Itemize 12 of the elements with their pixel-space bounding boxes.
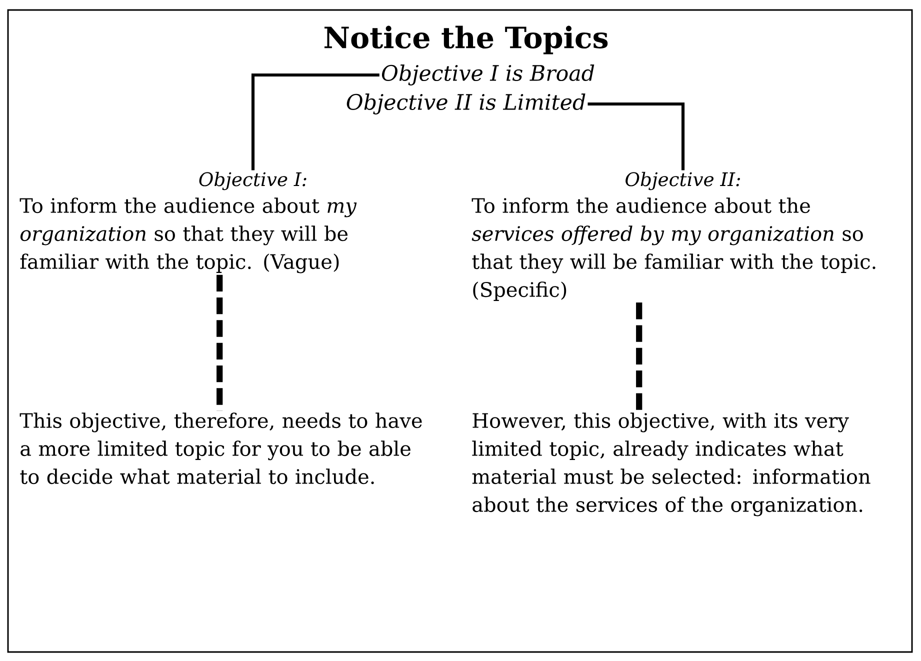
paragraph-text: To inform the audience about my organization so that they will be familiar with the topic. (Vague) [20,198,357,274]
paragraph-text: However, this objective, with its very limited topic, already indicates what material must be selected: information about the services of the organization. [472,412,870,516]
paragraph-text: To inform the audience about the services offered by my organization so that they will be familiar with the topic. (Specific) [472,198,876,301]
connector-line [588,102,685,170]
subtitle-text: Objective I is Broad [382,64,594,86]
column-heading: Objective II: [626,172,740,190]
connector-line [251,73,380,170]
subtitle-text: Objective II is Limited [346,94,586,114]
column-heading: Objective I: [199,172,306,190]
dashed-connector [636,302,642,411]
paragraph-text: This objective, therefore, needs to have a more limited topic for you to be able to decide what material to include. [20,412,422,484]
title: Notice the Topics [324,26,608,54]
